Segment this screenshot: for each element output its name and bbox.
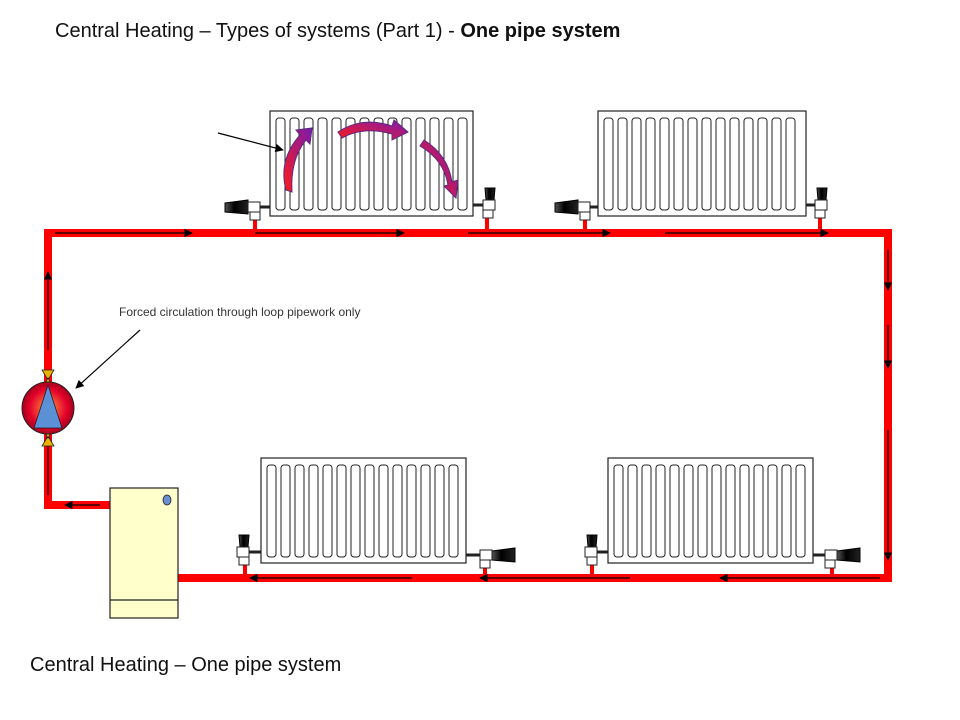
convection-arrow-over — [337, 119, 409, 141]
radiator-bottom-right — [607, 457, 814, 564]
lockshield-valve-icon — [806, 187, 828, 219]
valves-bottom-right-radiator — [584, 534, 861, 569]
thermostatic-valve-icon — [466, 547, 516, 569]
lockshield-valve-icon — [236, 534, 261, 566]
convection-circulation-arrows — [283, 119, 459, 200]
title-emphasis: One pipe system — [460, 20, 621, 42]
page-title: Central Heating – Types of systems (Part… — [55, 20, 620, 43]
boiler-icon — [109, 487, 179, 619]
valves-top-right-radiator — [554, 187, 828, 221]
thermostatic-valve-icon — [224, 199, 270, 221]
pump-direction-arrow — [33, 383, 63, 429]
lockshield-valve-icon — [584, 534, 608, 566]
valves-top-left-radiator — [224, 187, 496, 221]
radiator-pointer-arrow — [217, 132, 284, 153]
convection-arrow-down — [419, 139, 459, 200]
pump-icon — [21, 369, 75, 447]
circulation-annotation: Forced circulation through loop pipework… — [119, 305, 361, 319]
annotation-pointer-arrow — [75, 329, 141, 389]
footer-title: Central Heating – One pipe system — [30, 654, 342, 676]
thermostatic-valve-icon — [813, 547, 861, 569]
thermostatic-valve-icon — [554, 199, 598, 221]
boiler-indicator-light — [162, 494, 172, 506]
lockshield-valve-icon — [473, 187, 496, 219]
title-main: Central Heating – Types of systems (Part… — [55, 20, 461, 42]
valves-bottom-left-radiator — [236, 534, 516, 569]
radiator-bottom-left — [260, 457, 467, 564]
convection-arrow-up — [283, 127, 313, 193]
radiator-top-right — [597, 110, 807, 217]
